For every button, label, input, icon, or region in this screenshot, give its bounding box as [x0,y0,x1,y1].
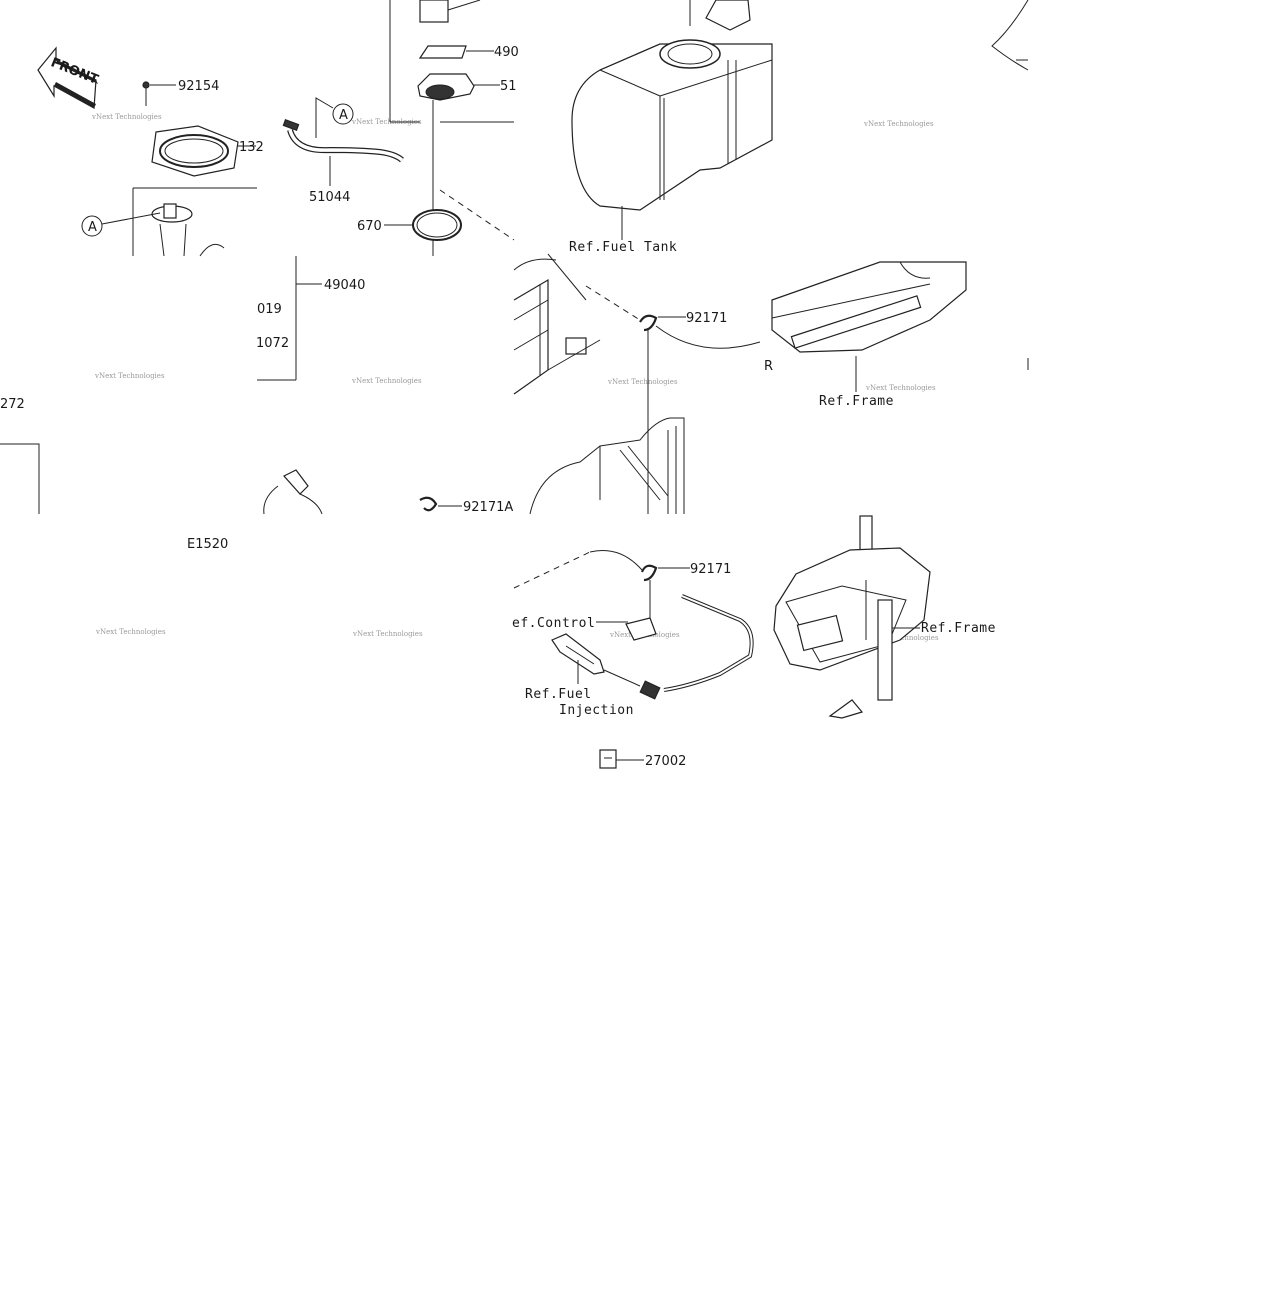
callout-a-hose: A [339,108,348,123]
vehicle-body-lower [529,417,685,515]
connector-27002 [599,749,644,769]
ref-r-fragment: R [764,359,773,374]
watermark: vNext Technologies [607,378,678,386]
fuel-pump-module [81,187,257,257]
clip-92171a [419,496,462,512]
watermark: vNext Technologies [865,384,936,392]
ref-fuel-injection-line2: Injection [559,703,634,718]
frame-fragment-top-right [991,0,1029,71]
watermark: vNext Technologies [868,634,939,642]
fuel-line-bottom [513,550,754,700]
part-number-27002: 27002 [645,754,686,769]
tank-side-view [513,253,601,395]
part-number-1072: 1072 [256,336,289,351]
ref-frame-top: Ref.Frame [819,394,894,409]
part-number-92171-bottom: 92171 [690,562,731,577]
part-number-92154: 92154 [178,79,219,94]
ref-fuel-tank: Ref.Fuel Tank [569,240,677,255]
ref-frame-bottom: Ref.Frame [921,621,996,636]
watermark: vNext Technologies [351,377,422,385]
callout-a: A [88,220,97,235]
ref-fuel-injection-line1: Ref.Fuel [525,687,592,702]
frame-top-right [771,261,967,392]
part-number-92171a: 92171A [463,500,513,515]
watermark: vNext Technologies [863,120,934,128]
watermark: vNext Technologies [352,630,423,638]
screw-92154 [142,81,176,106]
clip-92171-top [639,314,761,514]
pump-top-cap [389,0,481,123]
watermark: vNext Technologies [95,628,166,636]
filler-neck-fragment [263,469,323,515]
part-number-51044: 51044 [309,190,350,205]
part-number-92171-top: 92171 [686,311,727,326]
front-arrow-icon: FRONT [37,46,100,109]
watermark: vNext Technologies [91,113,162,121]
part-number-132: 132 [239,140,264,155]
ref-control: ef.Control [512,616,595,631]
frame-bottom-right [773,515,931,719]
part-number-490: 490 [494,45,519,60]
oring-670 [384,209,462,241]
watermark: vNext Technologies [351,118,422,126]
ring-plate-132 [151,125,256,177]
sender-51 [417,73,500,256]
part-number-49040: 49040 [324,278,365,293]
bracket-272 [0,443,40,514]
part-number-272: 272 [0,397,25,412]
watermark: vNext Technologies [94,372,165,380]
part-number-019: 019 [257,302,282,317]
gasket-490 [418,45,494,59]
hose-51044 [282,97,404,186]
figure-code: E1520 [187,537,228,552]
part-number-51: 51 [500,79,517,94]
part-number-670: 670 [357,219,382,234]
fuel-tank [571,0,773,240]
fuel-injector [551,633,641,687]
bracket-49040 [257,256,322,381]
